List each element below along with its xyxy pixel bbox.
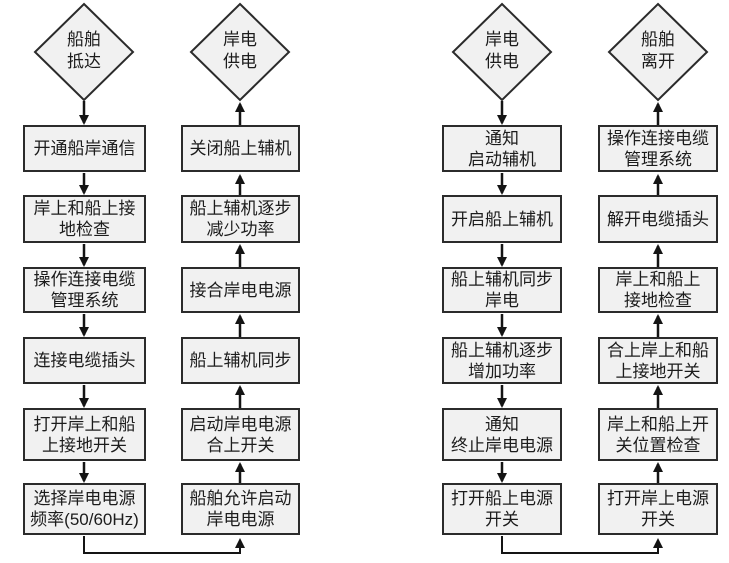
left-down-step-6: 选择岸电电源 频率(50/60Hz) xyxy=(23,483,146,535)
right-up-step-2: 解开电缆插头 xyxy=(598,195,718,243)
right-up-step-1: 操作连接电缆 管理系统 xyxy=(598,125,718,172)
left-up-step-3: 接合岸电电源 xyxy=(181,267,300,313)
right-start-diamond-label: 岸电 供电 xyxy=(485,30,519,71)
right-down-step-3: 船上辅机同步 岸电 xyxy=(442,267,562,313)
left-down-step-1: 开通船岸通信 xyxy=(23,125,146,172)
right-end-diamond-shape xyxy=(607,2,709,102)
left-down-step-5: 打开岸上和船 上接地开关 xyxy=(23,408,146,461)
right-end-diamond-label: 船舶 离开 xyxy=(641,30,675,71)
right-up-step-3: 岸上和船上 接地检查 xyxy=(598,267,718,313)
right-up-step-5: 岸上和船上开 关位置检查 xyxy=(598,408,718,461)
right-up-step-6: 打开岸上电源 开关 xyxy=(598,483,718,535)
left-up-step-4: 船上辅机同步 xyxy=(181,337,300,384)
right-start-diamond-shape xyxy=(451,2,553,102)
left-down-step-2: 岸上和船上接 地检查 xyxy=(23,195,146,243)
right-down-step-1: 通知 启动辅机 xyxy=(442,125,562,172)
left-up-step-6: 船舶允许启动 岸电电源 xyxy=(181,483,300,535)
right-down-step-2: 开启船上辅机 xyxy=(442,195,562,243)
left-down-step-3: 操作连接电缆 管理系统 xyxy=(23,267,146,313)
left-down-step-4: 连接电缆插头 xyxy=(23,337,146,384)
loop-connector xyxy=(83,536,245,554)
right-up-step-4: 合上岸上和船 上接地开关 xyxy=(598,337,718,384)
right-down-step-4: 船上辅机逐步 增加功率 xyxy=(442,337,562,384)
left-end-diamond-shape xyxy=(189,2,291,102)
left-start-diamond-label: 船舶 抵达 xyxy=(67,30,101,71)
left-up-step-2: 船上辅机逐步 减少功率 xyxy=(181,195,300,243)
left-start-diamond-shape xyxy=(33,2,135,102)
loop-connector xyxy=(501,536,663,554)
left-up-step-1: 关闭船上辅机 xyxy=(181,125,300,172)
left-up-step-5: 启动岸电电源 合上开关 xyxy=(181,408,300,461)
right-down-step-5: 通知 终止岸电电源 xyxy=(442,408,562,461)
right-down-step-6: 打开船上电源 开关 xyxy=(442,483,562,535)
left-end-diamond-label: 岸电 供电 xyxy=(223,30,257,71)
